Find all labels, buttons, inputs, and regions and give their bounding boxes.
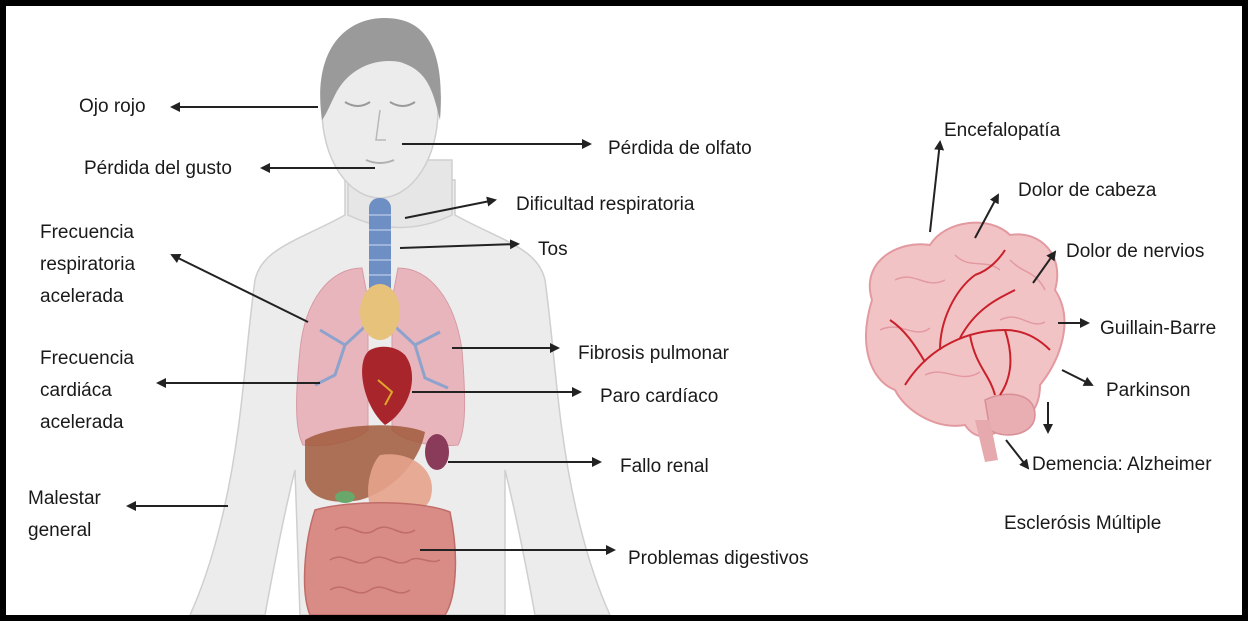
label-frecuencia-cardiaca-1: Frecuencia — [40, 346, 134, 372]
label-perdida-olfato: Pérdida de olfato — [608, 136, 752, 162]
gallbladder — [335, 491, 355, 503]
label-frecuencia-cardiaca-3: acelerada — [40, 410, 123, 436]
thyroid — [360, 284, 400, 340]
label-fallo-renal: Fallo renal — [620, 454, 709, 480]
label-perdida-gusto: Pérdida del gusto — [84, 156, 232, 182]
label-paro-cardiaco: Paro cardíaco — [600, 384, 718, 410]
label-malestar-1: Malestar — [28, 486, 101, 512]
label-dolor-cabeza: Dolor de cabeza — [1018, 178, 1156, 204]
label-frecuencia-cardiaca-2: cardiáca — [40, 378, 112, 404]
label-esclerosis: Esclerósis Múltiple — [1004, 511, 1161, 537]
arrow-encefalopatia — [930, 142, 940, 232]
label-tos: Tos — [538, 237, 568, 263]
label-fibrosis-pulmonar: Fibrosis pulmonar — [578, 341, 729, 367]
cerebellum — [985, 394, 1035, 435]
arrow-esclerosis — [1006, 440, 1028, 468]
label-dolor-nervios: Dolor de nervios — [1066, 239, 1204, 265]
label-parkinson: Parkinson — [1106, 378, 1191, 404]
kidney — [425, 434, 449, 470]
label-ojo-rojo: Ojo rojo — [79, 94, 146, 120]
label-demencia: Demencia: Alzheimer — [1032, 452, 1212, 478]
label-malestar-2: general — [28, 518, 91, 544]
label-frecuencia-respiratoria-1: Frecuencia — [40, 220, 134, 246]
intestines — [305, 503, 456, 615]
label-guillain-barre: Guillain-Barre — [1100, 316, 1216, 342]
label-problemas-digestivos: Problemas digestivos — [628, 546, 809, 572]
label-dificultad-respiratoria: Dificultad respiratoria — [516, 192, 694, 218]
label-encefalopatia: Encefalopatía — [944, 118, 1060, 144]
brain — [866, 223, 1064, 462]
label-frecuencia-respiratoria-3: acelerada — [40, 284, 123, 310]
label-frecuencia-respiratoria-2: respiratoria — [40, 252, 135, 278]
arrow-parkinson — [1062, 370, 1092, 385]
